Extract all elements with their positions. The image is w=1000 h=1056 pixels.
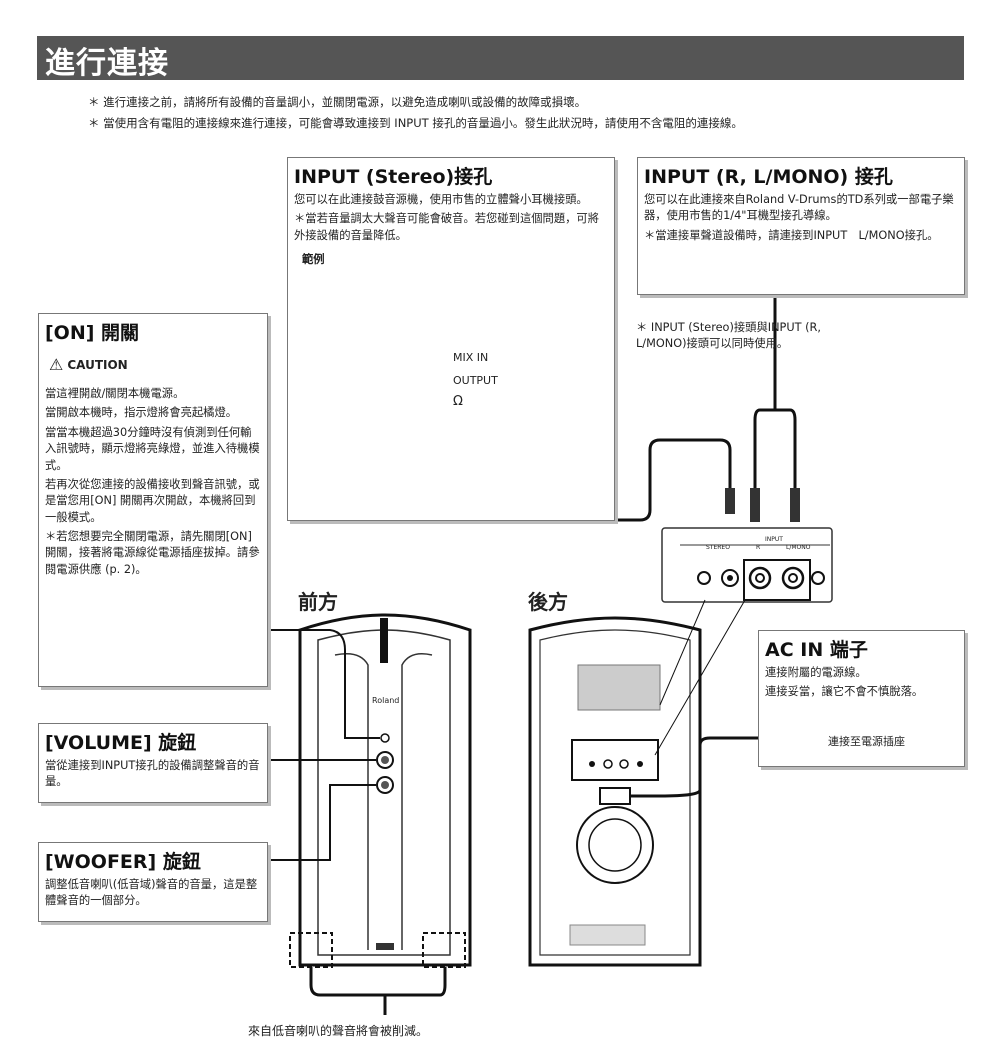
example-label: 範例 (302, 253, 325, 267)
woofer-title: [WOOFER] 旋鈕 (45, 851, 201, 873)
on-p4: 若再次從您連接的設備接收到聲音訊號，或是當您用[ON] 開關再次開啟，本機將回到… (45, 477, 260, 524)
volume-title: [VOLUME] 旋鈕 (45, 732, 197, 754)
panel-lmono-label: L/MONO (786, 544, 811, 551)
input-panel-zoom (661, 527, 833, 603)
woofer-box: [WOOFER] 旋鈕 調整低音喇叭(低音域)聲音的音量，這是整體聲音的一個部分… (38, 842, 268, 922)
input-rl-title: INPUT (R, L/MONO) 接孔 (644, 166, 893, 188)
panel-stereo-label: STEREO (706, 544, 730, 551)
input-stereo-note: ＊當若音量調太大聲音可能會破音。若您碰到這個問題，可將外接設備的音量降低。 (294, 212, 600, 242)
volume-box: [VOLUME] 旋鈕 當從連接到INPUT接孔的設備調整聲音的音量。 (38, 723, 268, 803)
output-label: OUTPUT (453, 374, 498, 387)
input-rl-desc: 您可以在此連接來自Roland V-Drums的TD系列或一部電子樂器，使用市售… (644, 193, 954, 223)
woofer-desc: 調整低音喇叭(低音域)聲音的音量，這是整體聲音的一個部分。 (45, 878, 258, 908)
front-speaker (289, 613, 472, 1015)
note-1: ＊ 進行連接之前，請將所有設備的音量調小，並關閉電源，以避免造成喇叭或設備的故障… (88, 95, 587, 109)
input-stereo-desc: 您可以在此連接鼓音源機，使用市售的立體聲小耳機接頭。 (294, 193, 588, 206)
both-inputs-note: ＊ INPUT (Stereo)接頭與INPUT (R, L/MONO)接頭可以… (636, 321, 821, 351)
on-p2: 當開啟本機時，指示燈將會亮起橘燈。 (45, 406, 238, 420)
input-rl-box: INPUT (R, L/MONO) 接孔 您可以在此連接來自Roland V-D… (637, 157, 965, 295)
volume-desc: 當從連接到INPUT接孔的設備調整聲音的音量。 (45, 759, 260, 789)
page-header: 進行連接 (37, 36, 964, 81)
input-stereo-box: INPUT (Stereo)接孔 您可以在此連接鼓音源機，使用市售的立體聲小耳機… (287, 157, 615, 521)
note-2: ＊ 當使用含有電阻的連接線來進行連接，可能會導致連接到 INPUT 接孔的音量過… (88, 116, 743, 130)
mix-in-label: MIX IN (453, 351, 489, 364)
input-rl-note: ＊當連接單聲道設備時，請連接到INPUT L/MONO接孔。 (644, 228, 939, 242)
on-p1: 當這裡開啟/關閉本機電源。 (45, 387, 185, 400)
brand-logo: Roland (372, 696, 400, 705)
on-switch-title: [ON] 開關 (45, 322, 140, 344)
on-p5: ＊若您想要完全關閉電源，請先關閉[ON]開關，接著將電源線從電源插座拔掉。請參閱… (45, 530, 260, 576)
front-label: 前方 (298, 590, 338, 614)
headphone-icon: Ω (453, 394, 463, 409)
ac-in-p2: 連接妥當，讓它不會不慎脫落。 (765, 685, 924, 699)
panel-r-label: R (756, 544, 761, 551)
on-switch-box: [ON] 開關 ⚠ CAUTION 當這裡開啟/關閉本機電源。 當開啟本機時，指… (38, 313, 268, 687)
ac-in-title: AC IN 端子 (765, 639, 868, 661)
ac-in-box: AC IN 端子 連接附屬的電源線。 連接妥當，讓它不會不慎脫落。 (758, 630, 965, 767)
on-p3: 當當本機超過30分鐘時沒有偵測到任何輸入訊號時，顯示燈將亮綠燈，並進入待機模式。 (45, 425, 260, 472)
panel-input-label: INPUT (765, 536, 783, 543)
bottom-note: 來自低音喇叭的聲音將會被削減。 (248, 1024, 429, 1038)
plug-label: 連接至電源插座 (828, 735, 905, 748)
ac-in-p1: 連接附屬的電源線。 (765, 666, 867, 679)
warning-icon: ⚠ (49, 355, 64, 374)
page-title: 進行連接 (45, 46, 169, 81)
input-stereo-title: INPUT (Stereo)接孔 (294, 166, 493, 188)
back-label: 後方 (528, 590, 568, 614)
caution-label: CAUTION (67, 357, 128, 372)
